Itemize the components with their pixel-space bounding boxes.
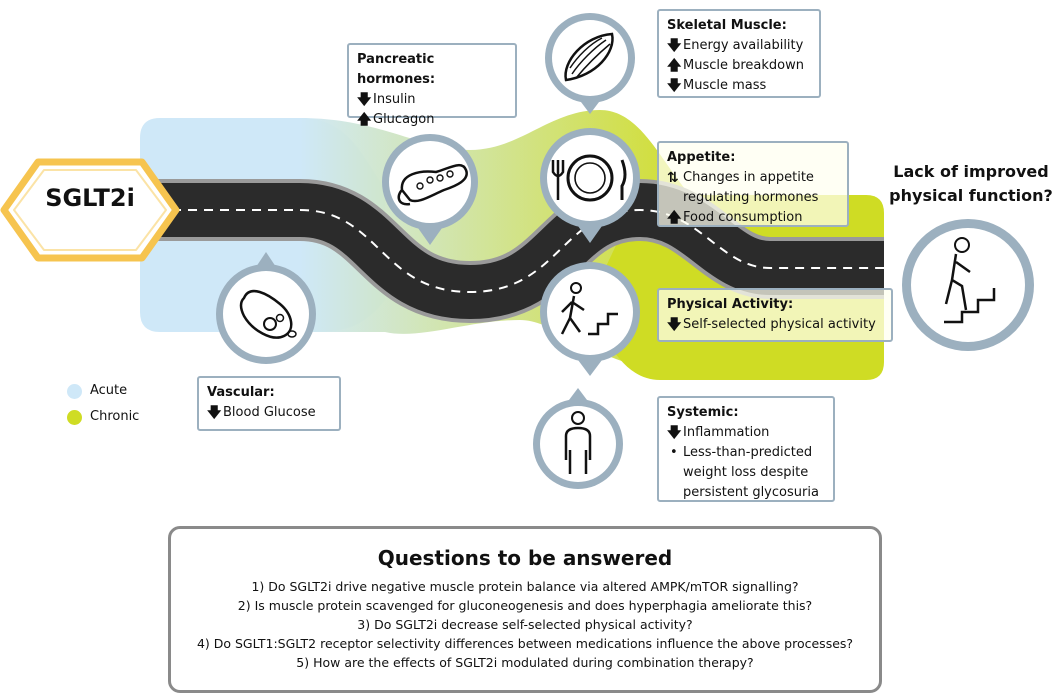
outcome-line-2: physical function? bbox=[889, 186, 1052, 205]
question-item: 3) Do SGLT2i decrease self-selected phys… bbox=[357, 617, 693, 632]
legend-acute-label: Acute bbox=[90, 383, 128, 398]
muscle-breakdown-text: Muscle breakdown bbox=[683, 58, 804, 73]
up-arrow-icon: 🡅 bbox=[667, 210, 682, 226]
question-item: 5) How are the effects of SGLT2i modulat… bbox=[296, 655, 754, 670]
systemic-box: Systemic: 🡇Inflammation • Less-than-predi… bbox=[657, 396, 835, 502]
road-centerline bbox=[140, 208, 884, 294]
pancreas-icon bbox=[382, 134, 478, 245]
appetite-box: Appetite: ⇅Changes in appetite regulatin… bbox=[657, 141, 849, 227]
skeletal-muscle-title: Skeletal Muscle: bbox=[667, 18, 787, 33]
drug-badge-inner bbox=[13, 169, 167, 251]
legend-chronic-label: Chronic bbox=[90, 409, 140, 424]
skeletal-muscle-box: Skeletal Muscle: 🡇Energy availability 🡅M… bbox=[657, 9, 821, 98]
person-icon bbox=[533, 388, 623, 489]
drug-badge bbox=[0, 158, 180, 262]
outcome-question: Lack of improved physical function? bbox=[888, 160, 1052, 208]
up-arrow-icon: 🡅 bbox=[357, 112, 372, 128]
questions-box: Questions to be answered 1) Do SGLT2i dr… bbox=[168, 526, 882, 693]
stair-climbing-icon bbox=[540, 262, 640, 376]
muscle-mass-text: Muscle mass bbox=[683, 78, 767, 93]
up-arrow-icon: 🡅 bbox=[667, 58, 682, 74]
physical-activity-title: Physical Activity: bbox=[667, 297, 794, 312]
vascular-box: Vascular: 🡇Blood Glucose bbox=[197, 376, 341, 431]
plate-cutlery-icon bbox=[540, 128, 640, 243]
energy-availability-text: Energy availability bbox=[683, 38, 804, 53]
physical-activity-box: Physical Activity: 🡇Self-selected physic… bbox=[657, 288, 893, 342]
down-arrow-icon: 🡇 bbox=[357, 92, 372, 108]
legend-acute-swatch bbox=[67, 384, 82, 399]
woman-stairs-icon bbox=[902, 219, 1034, 351]
drug-label: SGLT2i bbox=[45, 184, 135, 212]
vascular-title: Vascular: bbox=[207, 385, 275, 400]
muscle-icon bbox=[545, 13, 635, 114]
food-consumption-text: Food consumption bbox=[683, 210, 803, 225]
outcome-line-1: Lack of improved bbox=[893, 162, 1049, 181]
down-arrow-icon: 🡇 bbox=[667, 78, 682, 94]
weight-loss-text: Less-than-predicted weight loss despite … bbox=[683, 445, 819, 500]
systemic-title: Systemic: bbox=[667, 405, 739, 420]
insulin-text: Insulin bbox=[373, 92, 416, 107]
question-item: 2) Is muscle protein scavenged for gluco… bbox=[237, 598, 813, 613]
questions-title: Questions to be answered bbox=[377, 546, 673, 570]
blood-glucose-text: Blood Glucose bbox=[223, 405, 316, 420]
pancreatic-hormones-box: Pancreatic hormones: 🡇Insulin 🡅Glucagon bbox=[347, 43, 517, 128]
self-selected-activity-text: Self-selected physical activity bbox=[683, 317, 876, 332]
pancreatic-hormones-title: Pancreatic hormones: bbox=[357, 52, 436, 87]
up-down-arrow-icon: ⇅ bbox=[667, 170, 679, 186]
appetite-hormones-text: Changes in appetite regulating hormones bbox=[683, 170, 819, 205]
question-item: 4) Do SGLT1:SGLT2 receptor selectivity d… bbox=[196, 636, 854, 651]
question-item: 1) Do SGLT2i drive negative muscle prote… bbox=[251, 579, 799, 594]
glucagon-text: Glucagon bbox=[373, 112, 435, 127]
legend-chronic-swatch bbox=[67, 410, 82, 425]
down-arrow-icon: 🡇 bbox=[667, 38, 682, 54]
bullet-icon: • bbox=[670, 445, 678, 460]
blood-cell-icon bbox=[216, 252, 316, 364]
down-arrow-icon: 🡇 bbox=[667, 425, 682, 441]
down-arrow-icon: 🡇 bbox=[207, 405, 222, 421]
appetite-title: Appetite: bbox=[667, 150, 736, 165]
down-arrow-icon: 🡇 bbox=[667, 317, 682, 333]
inflammation-text: Inflammation bbox=[683, 425, 770, 440]
